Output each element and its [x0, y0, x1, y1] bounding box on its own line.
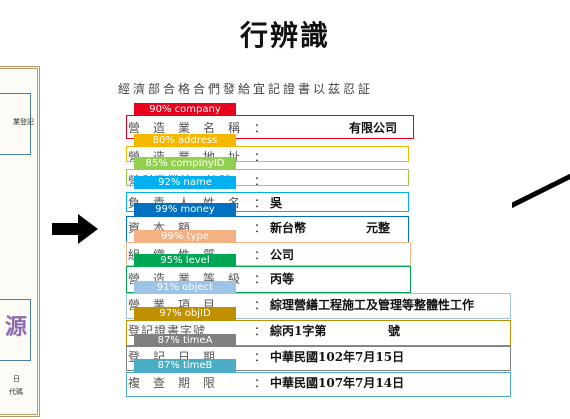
row-value: 公司 [270, 248, 295, 262]
detection-box [126, 320, 511, 346]
row-colon: ： [254, 350, 267, 364]
row-value: 中華民國102年7月15日 [270, 350, 405, 364]
detection-label-tag: 91% object [134, 281, 236, 294]
left-document-date-text: 日 [13, 375, 20, 383]
document-row: 營造業名稱： 有限公司 [126, 116, 511, 138]
row-label: 營造業名稱 [128, 121, 254, 135]
row-colon: ： [254, 324, 267, 338]
row-colon: ： [254, 221, 267, 235]
left-document-box-bottom [0, 299, 31, 361]
detection-box [126, 115, 414, 139]
detection-label-tag: 99% money [134, 203, 236, 216]
row-value: 中華民國107年7月14日 [270, 376, 405, 390]
detection-label-tag: 92% name [134, 176, 236, 189]
detection-box [126, 146, 409, 162]
detection-box [126, 266, 411, 293]
row-value-suffix: 號 [388, 324, 401, 338]
detection-label-tag: 80% address [134, 134, 236, 147]
row-value: 新台幣 [270, 221, 307, 235]
detection-label-tag: 99% type [134, 230, 236, 243]
detection-label-tag: 85% compInyID [134, 157, 236, 170]
row-value: 綜丙1字第 [270, 324, 327, 338]
row-colon: ： [254, 150, 267, 164]
detection-box [126, 372, 511, 397]
row-colon: ： [254, 121, 267, 135]
right-arrow-icon [52, 214, 98, 244]
row-colon: ： [254, 248, 267, 262]
row-colon: ： [254, 272, 267, 286]
row-value-suffix: 元整 [366, 221, 391, 235]
detection-box [126, 242, 411, 266]
left-document-code-text: 代碼 [9, 388, 23, 396]
detection-box [126, 346, 511, 371]
left-document-box-top [0, 93, 31, 155]
row-colon: ： [254, 376, 267, 390]
detection-label-tag: 97% objID [134, 307, 236, 320]
row-label: 複查期限 [128, 376, 229, 390]
row-value: 丙等 [270, 272, 295, 286]
page-title: 行辨識 [239, 19, 330, 52]
detection-box [126, 293, 511, 319]
detection-label-tag: 87% timeB [134, 359, 236, 372]
detection-label-tag: 90% company [134, 103, 236, 116]
detection-label-tag: 95% level [134, 254, 236, 267]
detection-box [126, 192, 409, 212]
row-colon: ： [254, 174, 267, 188]
document-row: 複查期限 ：中華民國107年7月14日 [126, 371, 511, 393]
detection-box [126, 169, 409, 186]
row-colon: ： [254, 298, 267, 312]
detection-label-tag: 87% timeA [134, 334, 236, 347]
left-document-seal-char: 源 [5, 314, 28, 340]
left-document-side-text: 業登記 [13, 118, 34, 126]
document-header-text: 經濟部合格合們發給宜記證書以茲忍証 [118, 82, 374, 96]
row-value: 綜理營繕工程施工及管理等整體性工作 [270, 298, 475, 312]
row-value: 吳 [270, 196, 283, 210]
left-document-thumbnail: 業登記 源 日 代碼 [0, 66, 40, 417]
row-colon: ： [254, 196, 267, 210]
row-value-suffix: 有限公司 [349, 121, 398, 135]
